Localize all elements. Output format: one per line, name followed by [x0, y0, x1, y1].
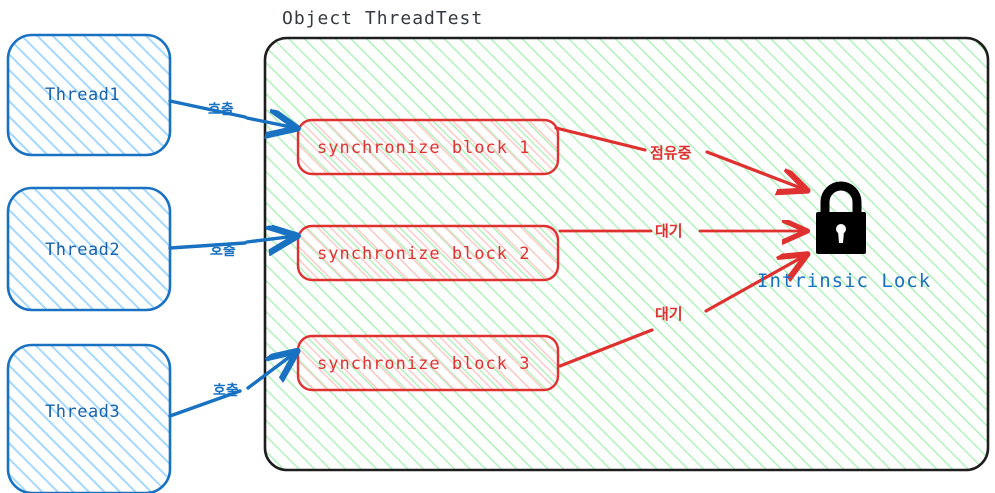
page-title: Object ThreadTest: [282, 8, 484, 29]
thread-box-thread1[interactable]: [6, 33, 172, 157]
lock-arrow-label-wait-2: 대기: [655, 222, 683, 240]
sync-block-box-1[interactable]: [296, 118, 560, 176]
thread-label-2: Thread2: [45, 240, 121, 260]
thread-label-3: Thread3: [45, 402, 121, 422]
lock-arrow-hold-1: [554, 126, 806, 190]
sync-block-label-1: synchronize block 1: [317, 138, 531, 158]
thread-box-thread3[interactable]: [6, 343, 172, 493]
lock-arrow-wait-3: [558, 255, 806, 368]
call-arrow-label-1: 호출: [208, 102, 234, 118]
call-arrow-2: [168, 236, 296, 248]
lock-arrow-label-wait-3: 대기: [655, 305, 683, 323]
lock-arrow-label-hold-1: 점유중: [650, 144, 692, 162]
call-arrow-1: [168, 99, 296, 128]
sync-block-label-2: synchronize block 2: [317, 244, 531, 264]
padlock-closed-icon: [816, 181, 866, 254]
call-arrow-label-2: 호출: [210, 243, 236, 259]
call-arrow-3: [168, 352, 296, 418]
thread-label-1: Thread1: [45, 85, 121, 105]
sync-block-label-3: synchronize block 3: [317, 354, 531, 374]
lock-caption: Intrinsic Lock: [757, 270, 932, 292]
call-arrow-label-3: 호출: [213, 383, 239, 399]
